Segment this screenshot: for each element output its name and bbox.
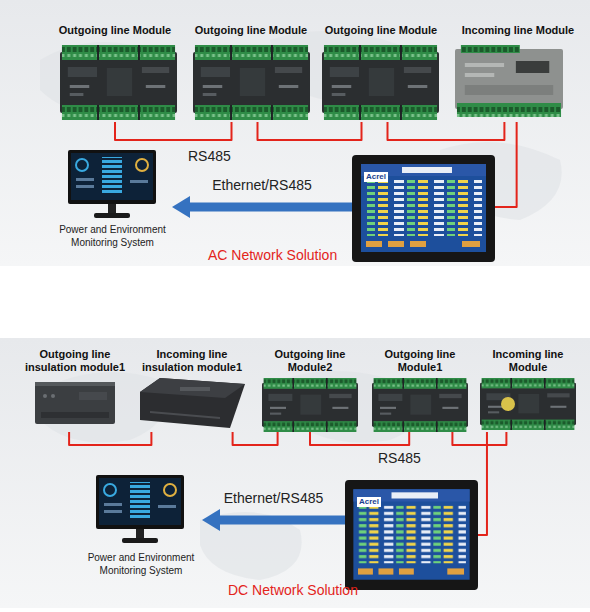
connector-line — [69, 432, 151, 445]
module-node: Incoming line Module — [474, 346, 582, 432]
touch-screen: Acrel — [352, 155, 495, 262]
monitor-caption: Power and Environment Monitoring System — [53, 224, 172, 249]
module-heading: Outgoing line Module2 — [256, 348, 364, 374]
module-heading: Outgoing line Module1 — [366, 348, 474, 374]
connector-line — [310, 432, 409, 445]
module-node: Outgoing line Module2 — [256, 346, 364, 432]
module-heading: Outgoing line Module — [50, 24, 180, 37]
touch-screen: Acrel — [345, 480, 478, 590]
rs485-bus — [310, 432, 409, 445]
monitor: Power and Environment Monitoring System — [80, 472, 202, 580]
screen-logo: Acrel — [364, 172, 388, 182]
ethernet-arrow — [172, 196, 352, 218]
connector-line — [452, 432, 506, 445]
bus-label: RS485 — [378, 450, 421, 466]
module-node: Outgoing line Module1 — [366, 346, 474, 432]
screen-logo: Acrel — [357, 497, 381, 507]
edge-label: Ethernet/RS485 — [224, 490, 324, 506]
module-heading: Outgoing line Module — [316, 24, 446, 37]
edge-label: Ethernet/RS485 — [212, 177, 312, 193]
rs485-bus — [452, 432, 506, 445]
rs485-bus — [495, 122, 517, 207]
connector-line — [233, 432, 278, 445]
rs485-bus — [69, 432, 151, 445]
connector-line — [478, 432, 487, 535]
connector-line — [190, 203, 352, 212]
arrow-head — [172, 196, 190, 218]
monitor: Power and Environment Monitoring System — [53, 148, 172, 249]
module-heading: Outgoing line insulation module1 — [16, 348, 134, 374]
connector-line — [495, 122, 517, 207]
module-node: Incoming line Module — [450, 22, 586, 122]
rs485-bus — [115, 122, 232, 140]
connector-line — [388, 122, 505, 140]
solution-title: DC Network Solution — [228, 582, 358, 598]
solution-title: AC Network Solution — [208, 247, 337, 263]
rs485-bus — [478, 432, 487, 535]
module-heading: Incoming line Module — [474, 348, 582, 374]
module-heading: Incoming line Module — [450, 24, 586, 37]
connector-line — [220, 516, 345, 525]
ethernet-arrow — [202, 509, 345, 531]
connector-line — [258, 122, 362, 140]
module-heading: Incoming line insulation module1 — [134, 348, 250, 374]
module-node: Outgoing line Module — [316, 22, 446, 122]
monitor-caption: Power and Environment Monitoring System — [80, 552, 202, 577]
module-node: Incoming line insulation module1 — [134, 346, 250, 432]
arrow-head — [202, 509, 220, 531]
rs485-bus — [233, 432, 278, 445]
module-heading: Outgoing line Module — [186, 24, 316, 37]
module-node: Outgoing line Module — [50, 22, 180, 122]
module-node: Outgoing line insulation module1 — [16, 346, 134, 432]
rs485-bus — [388, 122, 505, 140]
module-node: Outgoing line Module — [186, 22, 316, 122]
connector-line — [115, 122, 232, 140]
bus-label: RS485 — [188, 148, 231, 164]
rs485-bus — [258, 122, 362, 140]
